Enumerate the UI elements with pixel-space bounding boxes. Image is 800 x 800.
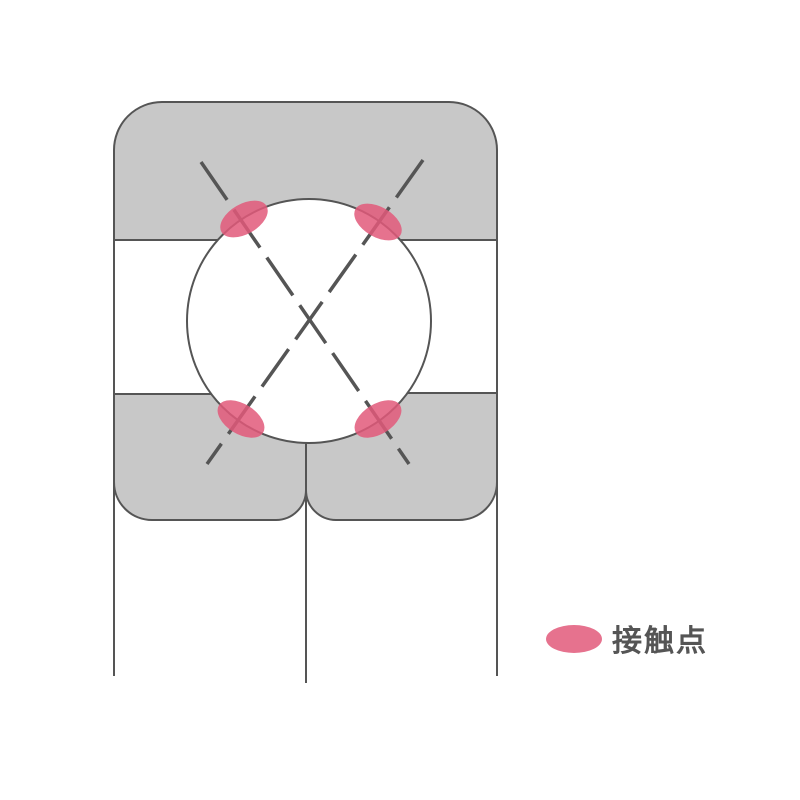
legend-contact-point-swatch — [546, 625, 602, 653]
contact-point — [354, 400, 402, 438]
legend-contact-point-label: 接触点 — [612, 624, 708, 659]
contact-point — [220, 200, 268, 238]
contact-point — [217, 400, 265, 438]
contact-point — [354, 203, 402, 241]
outer-ring — [113, 101, 498, 241]
legend: 接触点 — [546, 624, 708, 659]
